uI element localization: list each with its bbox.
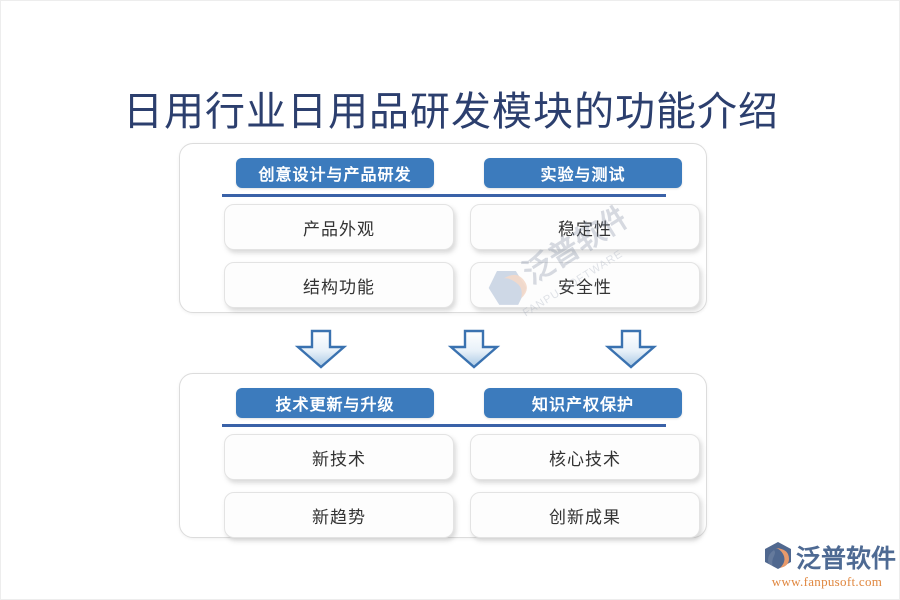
fanpu-hexagon-icon (763, 540, 793, 575)
panel-top-items: 产品外观 结构功能 稳定性 安全性 (180, 204, 706, 312)
panel-bottom-item-1-0[interactable]: 核心技术 (470, 434, 700, 480)
panel-top-item-1-0[interactable]: 稳定性 (470, 204, 700, 250)
brand-name: 泛普软件 (796, 546, 897, 573)
arrow-down-icon (292, 329, 350, 369)
panel-bottom: 技术更新与升级 知识产权保护 新技术 新趋势 核心技术 创新成果 (179, 373, 707, 538)
panel-top-item-0-1[interactable]: 结构功能 (224, 262, 454, 308)
panel-bottom-items: 新技术 新趋势 核心技术 创新成果 (180, 434, 706, 538)
panel-bottom-header-row: 技术更新与升级 知识产权保护 (180, 388, 706, 418)
brand-row: 泛普软件 (763, 540, 896, 575)
arrow-down-icon (445, 329, 503, 369)
panel-top-divider (222, 194, 666, 197)
panel-top-header-1[interactable]: 实验与测试 (484, 158, 682, 188)
arrow-down-icon (602, 329, 660, 369)
panel-top-item-0-0[interactable]: 产品外观 (224, 204, 454, 250)
panel-top-item-1-1[interactable]: 安全性 (470, 262, 700, 308)
brand-url: www.fanpusoft.com (771, 574, 883, 589)
panel-bottom-divider (222, 424, 666, 427)
panel-bottom-header-1[interactable]: 知识产权保护 (484, 388, 682, 418)
panel-bottom-item-0-1[interactable]: 新趋势 (224, 492, 454, 538)
brand-logo: 泛普软件 www.fanpusoft.com (763, 540, 896, 593)
panel-top: 创意设计与产品研发 实验与测试 产品外观 结构功能 稳定性 安全性 (179, 143, 707, 313)
panel-top-header-0[interactable]: 创意设计与产品研发 (236, 158, 434, 188)
panel-top-header-row: 创意设计与产品研发 实验与测试 (180, 158, 706, 188)
panel-bottom-item-0-0[interactable]: 新技术 (224, 434, 454, 480)
panel-bottom-item-1-1[interactable]: 创新成果 (470, 492, 700, 538)
page-title: 日用行业日用品研发模块的功能介绍 (123, 89, 779, 134)
panel-bottom-header-0[interactable]: 技术更新与升级 (236, 388, 434, 418)
